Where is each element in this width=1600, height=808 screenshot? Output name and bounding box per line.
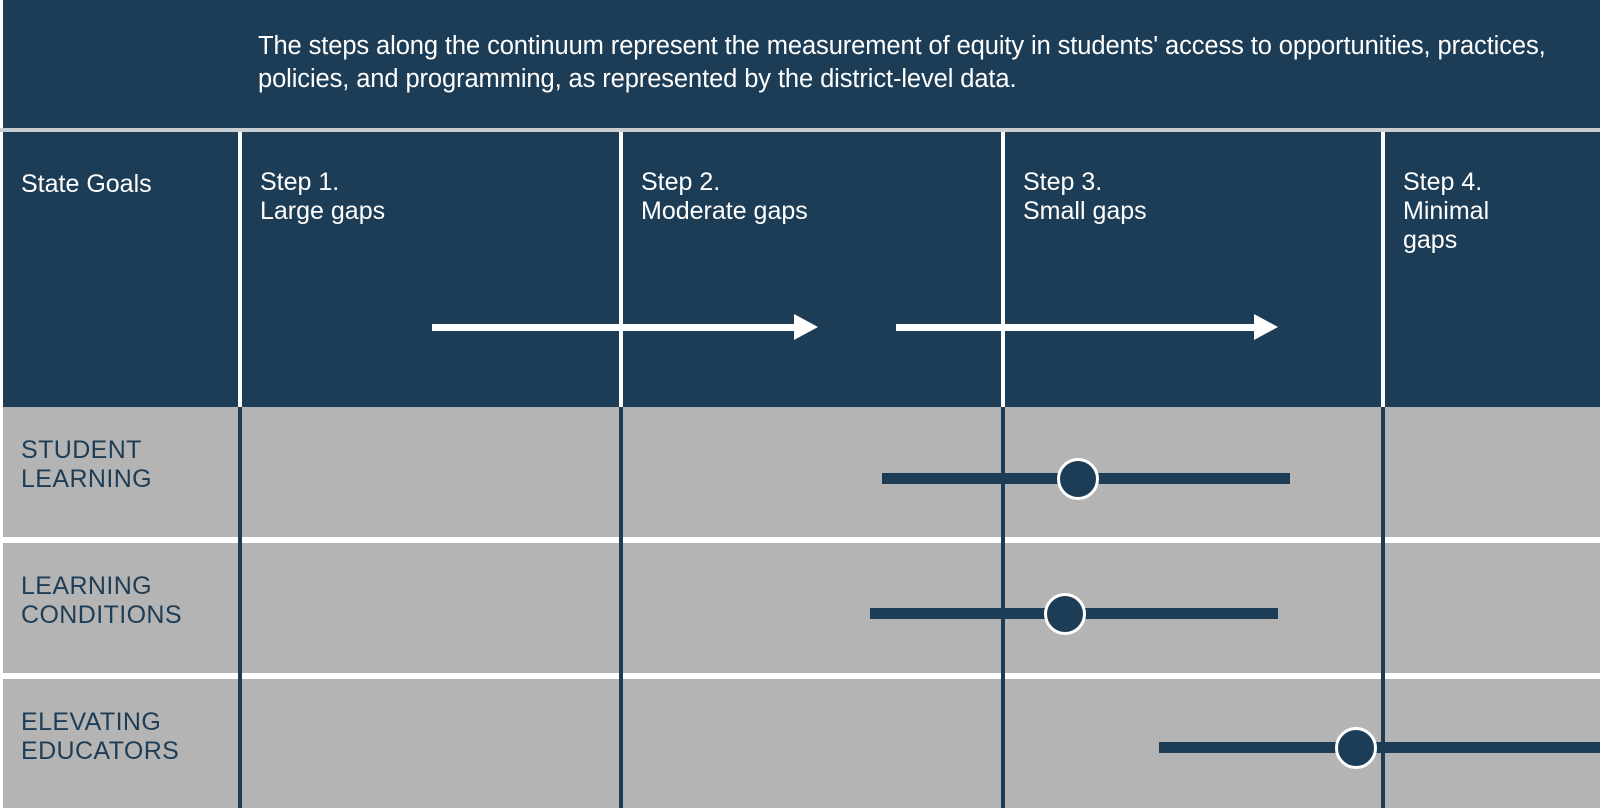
row-learning-conditions: LEARNING CONDITIONS (3, 543, 1600, 673)
progress-arrow-2-head (1254, 314, 1278, 340)
row-label-learning-conditions: LEARNING CONDITIONS (21, 572, 182, 629)
range-learning-conditions (870, 593, 1281, 635)
body-divider-1 (238, 407, 242, 808)
progress-arrow-2 (896, 314, 1278, 340)
progress-arrow-1-head (794, 314, 818, 340)
header-divider-1 (238, 132, 242, 407)
body-divider-2 (619, 407, 623, 808)
progress-arrow-2-shaft (896, 324, 1256, 331)
band-divider-rule (0, 128, 1600, 132)
intro-description: The steps along the continuum represent … (258, 32, 1546, 93)
header-cell-step-4: Step 4. Minimal gaps (1385, 132, 1600, 407)
row-label-elevating-educators: ELEVATING EDUCATORS (21, 708, 180, 765)
body-divider-3 (1001, 407, 1005, 808)
header-divider-4 (1381, 132, 1385, 407)
column-header-band: State Goals Step 1. Large gaps Step 2. M… (3, 132, 1600, 407)
marker-dot-learning-conditions[interactable] (1044, 593, 1086, 635)
step-2-label: Step 2. Moderate gaps (641, 168, 808, 225)
row-elevating-educators: ELEVATING EDUCATORS (3, 679, 1600, 808)
step-1-label: Step 1. Large gaps (260, 168, 386, 225)
goals-body: STUDENT LEARNING LEARNING CONDITIONS ELE… (3, 407, 1600, 808)
state-goals-label: State Goals (21, 170, 152, 198)
range-student-learning (882, 458, 1293, 500)
step-4-label: Step 4. Minimal gaps (1403, 168, 1490, 254)
range-elevating-educators (1159, 727, 1600, 769)
progress-arrow-1-shaft (432, 324, 796, 331)
intro-band: The steps along the continuum represent … (3, 0, 1600, 128)
header-cell-step-1: Step 1. Large gaps (242, 132, 619, 407)
marker-dot-student-learning[interactable] (1057, 458, 1099, 500)
header-divider-2 (619, 132, 623, 407)
header-cell-step-2: Step 2. Moderate gaps (623, 132, 1001, 407)
body-divider-4 (1381, 407, 1385, 808)
row-student-learning: STUDENT LEARNING (3, 407, 1600, 537)
marker-dot-elevating-educators[interactable] (1335, 727, 1377, 769)
header-cell-state-goals: State Goals (3, 132, 238, 407)
row-label-student-learning: STUDENT LEARNING (21, 436, 153, 493)
progress-arrow-1 (432, 314, 818, 340)
header-divider-3 (1001, 132, 1005, 407)
header-cell-step-3: Step 3. Small gaps (1005, 132, 1381, 407)
range-bar-elevating-educators (1159, 742, 1600, 753)
step-3-label: Step 3. Small gaps (1023, 168, 1147, 225)
